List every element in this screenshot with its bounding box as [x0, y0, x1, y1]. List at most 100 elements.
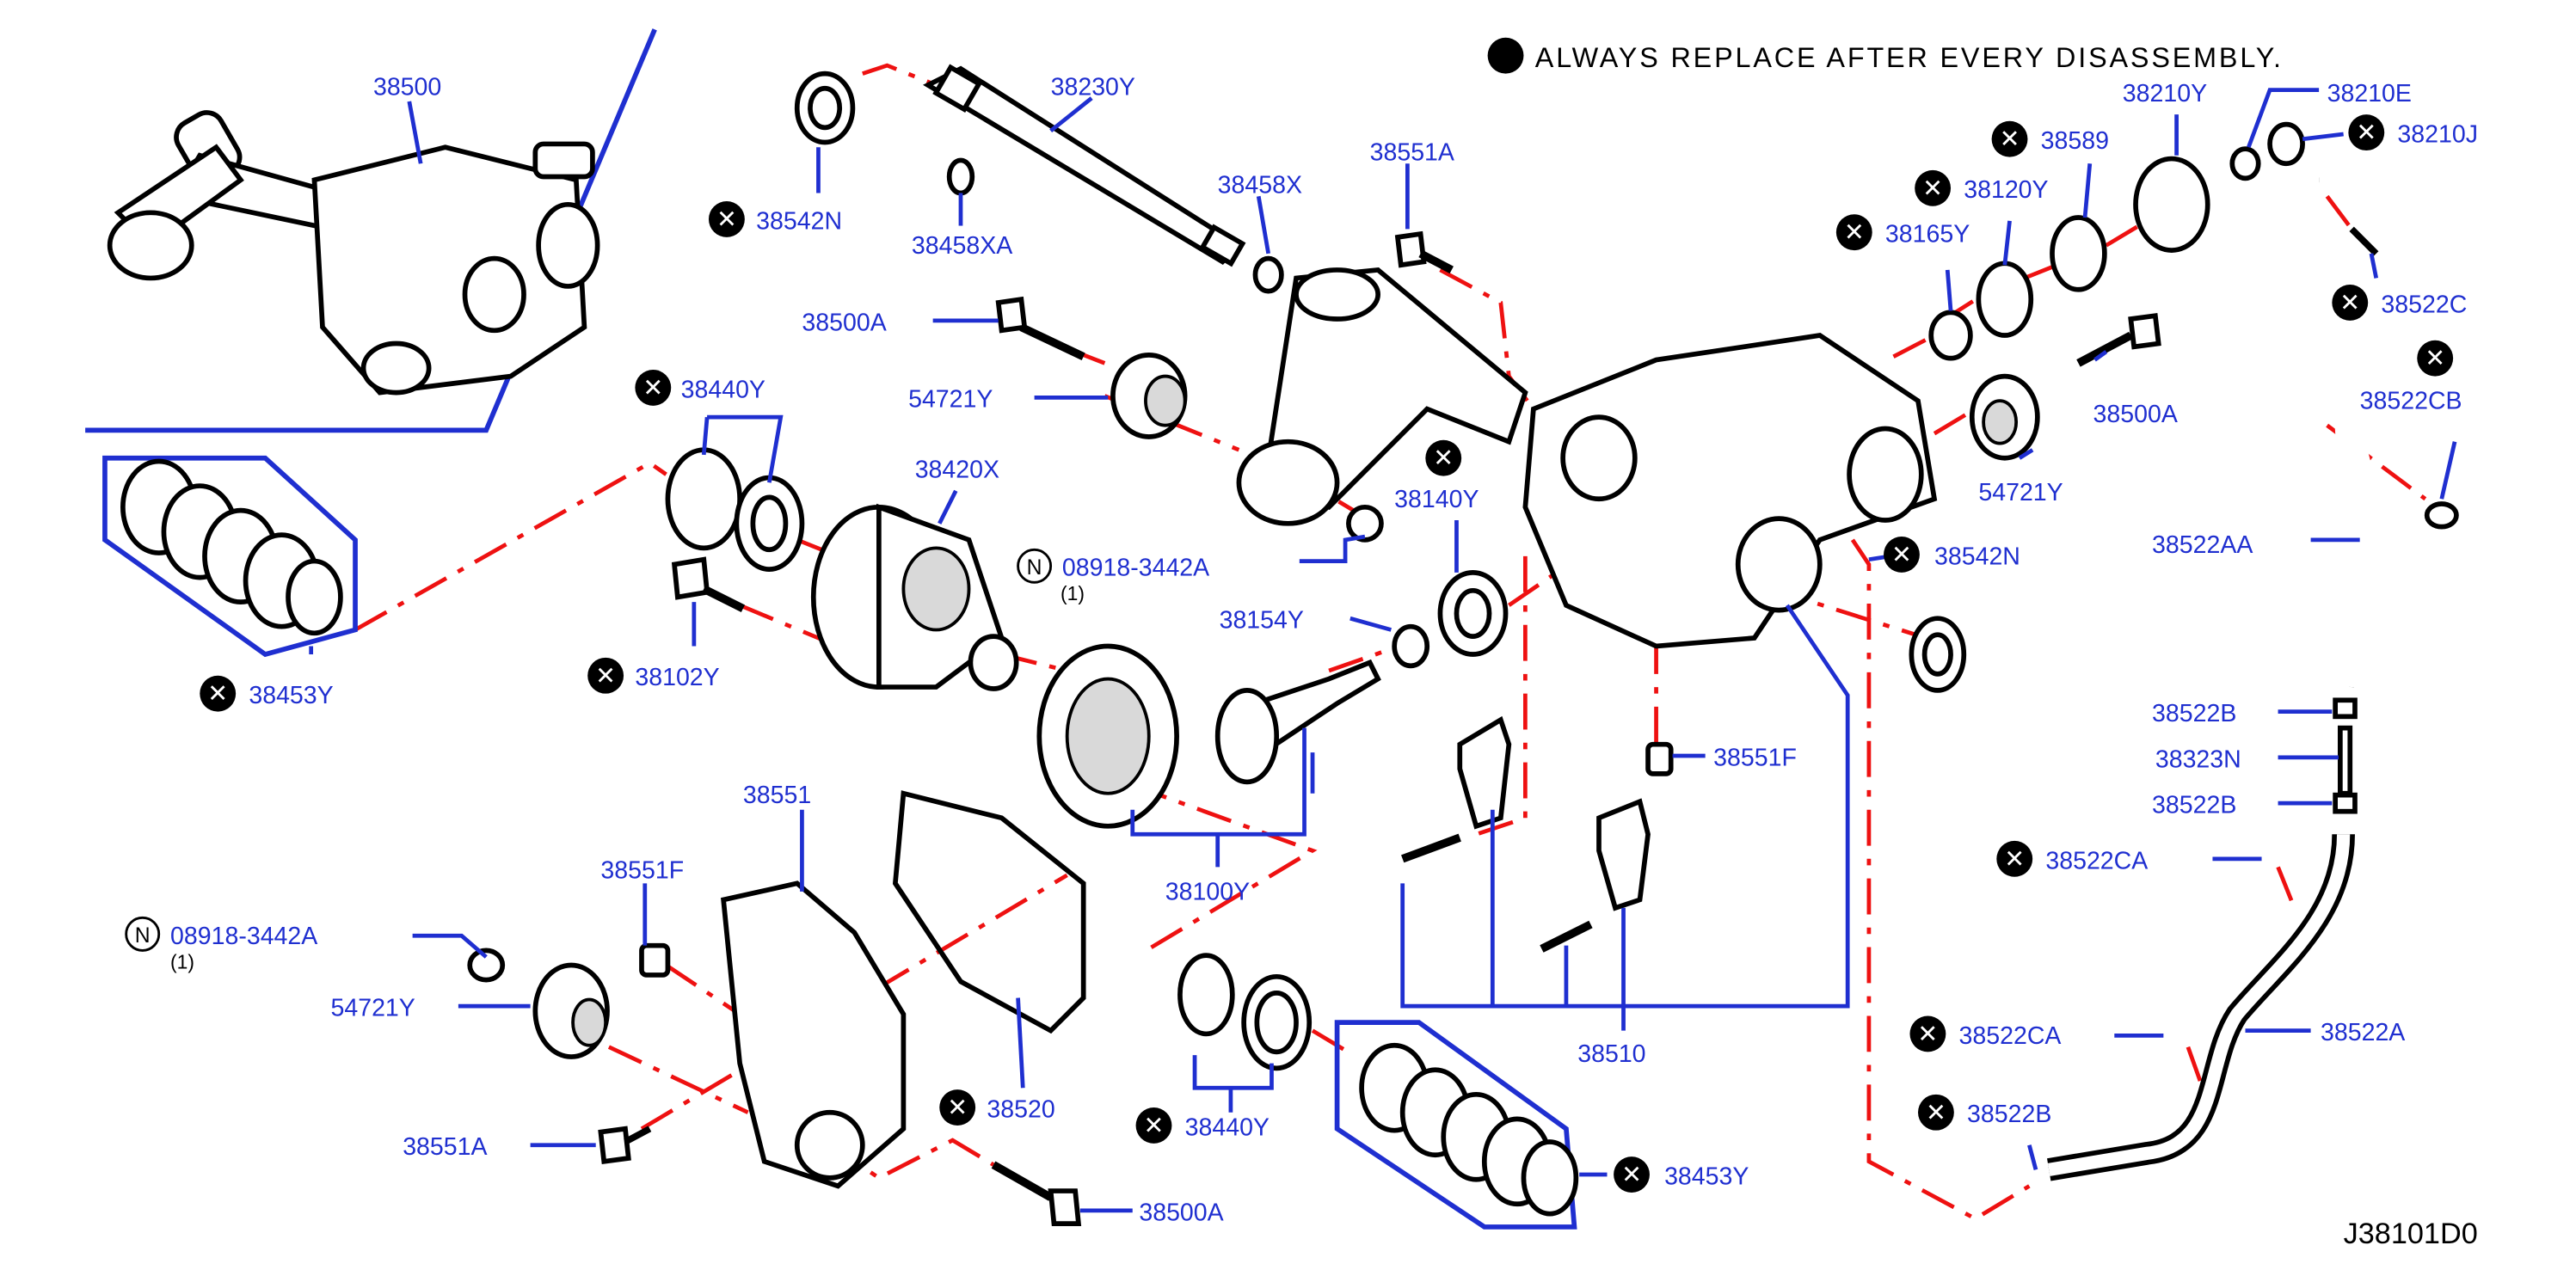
label-38100Y: 38100Y [1165, 878, 1250, 905]
svg-text:✕: ✕ [1844, 218, 1865, 247]
label-38551A-b: 38551A [403, 1133, 487, 1161]
replace-symbol-icon [200, 675, 237, 712]
bolt-38500A-c [991, 1161, 1082, 1226]
replace-symbol-icon [1425, 439, 1462, 476]
ring-gear-pinion [1036, 643, 1381, 829]
leader-lines [309, 88, 2457, 1213]
assembly-inset-frame [85, 28, 657, 433]
replace-symbol-icon [635, 369, 672, 406]
label-38453Y-a: 38453Y [249, 682, 333, 709]
svg-text:✕: ✕ [2356, 119, 2376, 147]
replace-note: ✕ ALWAYS REPLACE AFTER EVERY DISASSEMBLY… [1487, 37, 2284, 74]
svg-text:✕: ✕ [716, 205, 737, 233]
svg-text:✕: ✕ [207, 679, 228, 708]
label-38589: 38589 [2041, 127, 2109, 155]
label-38522CA-b: 38522CA [1959, 1022, 2062, 1050]
label-38500A-b: 38500A [2093, 401, 2178, 428]
label-38510: 38510 [1577, 1040, 1645, 1068]
label-38210Y: 38210Y [2123, 80, 2207, 107]
label-38210J: 38210J [2397, 121, 2478, 149]
label-38440Y-b: 38440Y [1185, 1113, 1270, 1141]
replace-symbol-icon [1614, 1156, 1650, 1193]
mounting-member [1236, 267, 1528, 543]
label-38522B-b: 38522B [2152, 792, 2236, 819]
n-markers: N N [125, 548, 1053, 952]
replace-markers [200, 114, 2454, 1193]
label-38420X: 38420X [915, 457, 999, 484]
label-38154Y: 38154Y [1220, 607, 1304, 635]
bolt-38500A-b [2076, 312, 2161, 367]
svg-text:✕: ✕ [1891, 540, 1912, 568]
part-drawings [102, 64, 2459, 1230]
diff-case-38420X [810, 503, 1019, 691]
diff-carrier [1522, 333, 1938, 649]
label-38522CB: 38522CB [2360, 388, 2462, 415]
replace-symbol-icon [2348, 114, 2385, 151]
svg-text:✕: ✕ [642, 373, 663, 402]
svg-text:✕: ✕ [2000, 125, 2020, 153]
label-38542N-b: 38542N [1934, 543, 2020, 570]
svg-text:✕: ✕ [1926, 1098, 1946, 1126]
label-38440Y-a: 38440Y [681, 376, 765, 403]
label-38140Y: 38140Y [1394, 486, 1479, 513]
replace-marker-glyphs: ✕ ✕ ✕ ✕ ✕ ✕ ✕ ✕ ✕ ✕ ✕ ✕ ✕ ✕ ✕ ✕ ✕ ✕ [207, 119, 2445, 1189]
label-38520: 38520 [987, 1095, 1054, 1123]
label-38542N-a: 38542N [756, 207, 842, 235]
svg-text:✕: ✕ [1433, 444, 1454, 472]
svg-text:✕: ✕ [1922, 174, 1943, 202]
replace-symbol-icon [1996, 840, 2033, 877]
label-38522C: 38522C [2381, 291, 2467, 318]
label-38500A-c: 38500A [1139, 1199, 1223, 1226]
quantity-labels: (1) (1) [170, 582, 1085, 972]
svg-text:✕: ✕ [595, 661, 616, 690]
label-38522B-c: 38522B [1967, 1101, 2051, 1128]
bearing-38440Y-a [665, 447, 742, 551]
svg-text:N: N [1027, 556, 1042, 580]
replace-symbol-icon [2332, 285, 2369, 321]
label-38522AA: 38522AA [2152, 531, 2253, 559]
bolt-38102Y [671, 556, 746, 613]
qty-08918-a: (1) [1061, 582, 1085, 604]
replace-symbol-icon [1135, 1107, 1172, 1144]
label-38210E: 38210E [2327, 80, 2412, 107]
svg-text:✕: ✕ [1144, 1111, 1165, 1139]
replace-symbol-icon [587, 657, 624, 694]
svg-text:✕: ✕ [2004, 844, 2025, 873]
bolt-38500A-a [995, 296, 1085, 361]
replace-symbol-icon [1917, 1094, 1954, 1131]
bolt-38551A-b [598, 1126, 652, 1165]
label-38500: 38500 [373, 73, 441, 101]
rear-cover-38551 [721, 880, 907, 1189]
label-38120Y: 38120Y [1964, 176, 2048, 204]
replace-symbol-icon [939, 1089, 976, 1126]
label-38458X: 38458X [1218, 172, 1302, 199]
label-38230Y: 38230Y [1051, 73, 1135, 101]
label-38551A-a: 38551A [1370, 138, 1454, 166]
label-08918-a: 08918-3442A [1062, 555, 1209, 582]
label-38458XA: 38458XA [912, 232, 1012, 260]
svg-text:✕: ✕ [947, 1094, 968, 1122]
label-54721Y-b: 54721Y [1978, 479, 2063, 506]
shims-38453Y-a [102, 455, 358, 658]
bearing-caps [1401, 715, 1651, 953]
label-08918-b: 08918-3442A [170, 923, 317, 950]
replace-note-text: ALWAYS REPLACE AFTER EVERY DISASSEMBLY. [1535, 42, 2284, 73]
replace-symbol-icon [1909, 1015, 1946, 1052]
replace-symbol-icon [1487, 37, 1524, 74]
diff-assembly-illustration [107, 110, 600, 396]
replace-symbol-icon [2417, 340, 2454, 377]
label-38551F-b: 38551F [600, 857, 684, 885]
gasket-38520 [892, 790, 1086, 1034]
svg-text:N: N [135, 924, 151, 948]
label-38102Y: 38102Y [635, 664, 719, 691]
shims-38453Y-b [1334, 1020, 1579, 1230]
label-38500A-a: 38500A [802, 309, 886, 336]
label-38522B-a: 38522B [2152, 700, 2236, 727]
replace-symbol-icon [708, 201, 745, 237]
replace-symbol-icon [1884, 537, 1920, 573]
qty-08918-b: (1) [170, 950, 194, 972]
label-38522A: 38522A [2321, 1019, 2405, 1046]
n-mark-icon [125, 916, 161, 952]
diagram-code: J38101D0 [2344, 1218, 2478, 1250]
